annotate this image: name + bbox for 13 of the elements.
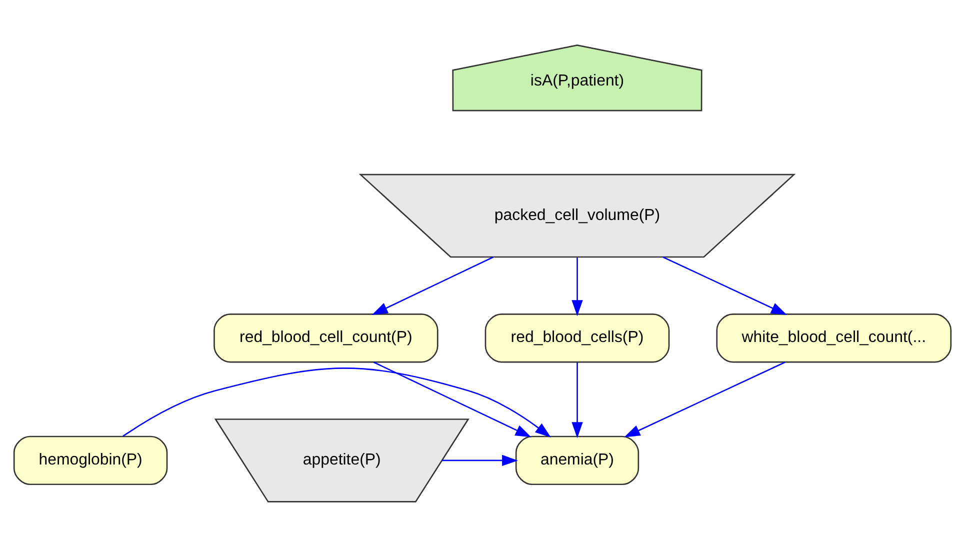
arrow xyxy=(624,362,786,438)
arrow xyxy=(572,362,583,438)
node-box: white_blood_cell_count(... xyxy=(716,314,952,363)
node-box: anemia(P) xyxy=(515,436,640,486)
node-box: hemoglobin(P) xyxy=(13,436,168,486)
arrow xyxy=(122,368,552,438)
arrow xyxy=(572,258,583,316)
arrow xyxy=(372,256,494,315)
arrow xyxy=(662,256,788,315)
node-box: red_blood_cells(P) xyxy=(484,314,670,363)
node-box: red_blood_cell_count(P) xyxy=(214,314,438,363)
arrow xyxy=(442,454,518,466)
arrow xyxy=(374,362,532,438)
